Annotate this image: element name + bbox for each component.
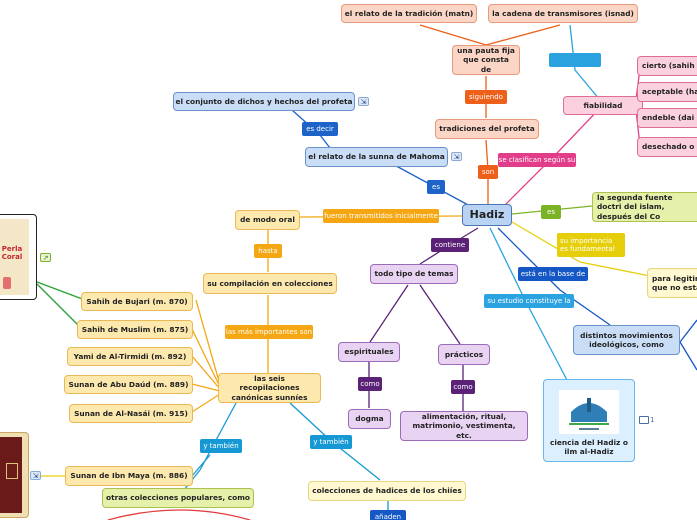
node-isnad[interactable]: la cadena de transmisores (isnad) bbox=[488, 4, 638, 23]
node-bujari[interactable]: Sahih de Bujari (m. 870) bbox=[81, 292, 193, 311]
node-de-modo-oral[interactable]: de modo oral bbox=[235, 210, 300, 230]
comment-icon bbox=[639, 416, 649, 424]
label-y-tambien-1: y también bbox=[200, 439, 242, 453]
node-nasai[interactable]: Sunan de Al-Nasái (m. 915) bbox=[69, 404, 193, 423]
node-desechado[interactable]: desechado o bbox=[637, 137, 697, 157]
label-como-2: como bbox=[451, 380, 475, 394]
node-espirituales[interactable]: espirituales bbox=[338, 342, 400, 362]
node-ibnmaya[interactable]: Sunan de Ibn Maya (m. 886) bbox=[65, 466, 193, 486]
label-depende-de bbox=[549, 53, 601, 67]
label-son: son bbox=[478, 165, 498, 179]
node-movimientos[interactable]: distintos movimientos ideológicos, como bbox=[573, 325, 680, 355]
label-hasta: hasta bbox=[254, 244, 282, 258]
node-chiies[interactable]: colecciones de hadices de los chiíes bbox=[308, 481, 466, 501]
book-cover-figure-icon bbox=[3, 277, 11, 289]
node-fiabilidad[interactable]: fiabilidad bbox=[563, 96, 643, 115]
node-pauta-fija[interactable]: una pauta fija que consta de bbox=[452, 45, 520, 75]
node-muslim[interactable]: Sahih de Muslim (m. 875) bbox=[77, 320, 193, 339]
link-icon[interactable]: ↗ bbox=[40, 253, 51, 262]
label-se-clasifican: se clasifican según su bbox=[498, 153, 576, 167]
node-segunda-fuente[interactable]: la segunda fuente doctri del islam, desp… bbox=[592, 192, 697, 222]
node-matn[interactable]: el relato de la tradición (matn) bbox=[341, 4, 477, 23]
attachment-icon[interactable]: ⇲ bbox=[451, 152, 462, 161]
book-image-2[interactable] bbox=[0, 432, 29, 518]
label-siguiendo: siguiendo bbox=[465, 90, 507, 104]
book-2-cover bbox=[0, 437, 22, 513]
ciencia-hadiz-label: ciencia del Hadiz o ilm al-Hadiz bbox=[549, 437, 629, 456]
book-image-perla-coral[interactable]: Perla Coral bbox=[0, 214, 37, 300]
label-es: es bbox=[427, 180, 445, 194]
label-base: está en la base de bbox=[518, 267, 588, 281]
node-cierto[interactable]: cierto (sahih bbox=[637, 56, 697, 76]
node-alimentacion[interactable]: alimentación, ritual, matrimonio, vestim… bbox=[400, 411, 528, 441]
node-compilacion[interactable]: su compilación en colecciones bbox=[203, 273, 337, 294]
label-las-mas: las más importantes son bbox=[225, 325, 313, 339]
node-seis-recopilaciones[interactable]: las seis recopilaciones canónicas sunníe… bbox=[218, 373, 321, 403]
label-contiene: contiene bbox=[431, 238, 469, 252]
attachment-icon[interactable]: ⇲ bbox=[30, 471, 41, 480]
node-practicos[interactable]: prácticos bbox=[438, 344, 490, 365]
node-endeble[interactable]: endeble (dai bbox=[637, 108, 697, 128]
node-ciencia-hadiz[interactable]: ciencia del Hadiz o ilm al-Hadiz bbox=[543, 379, 635, 462]
node-aceptable[interactable]: aceptable (ha bbox=[637, 82, 697, 102]
label-importancia: su importancia es fundamental bbox=[557, 233, 625, 257]
mosque-logo-icon bbox=[559, 389, 619, 434]
label-es-green: es bbox=[541, 205, 561, 219]
node-todo-tipo[interactable]: todo tipo de temas bbox=[370, 264, 458, 284]
label-como-1: como bbox=[358, 377, 382, 391]
comment-count-value: 1 bbox=[650, 416, 655, 424]
node-tirmidi[interactable]: Yami de Al-Tirmidi (m. 892) bbox=[67, 347, 193, 366]
node-relato-sunna[interactable]: el relato de la sunna de Mahoma bbox=[305, 147, 448, 167]
node-abudaud[interactable]: Sunan de Abu Daúd (m. 889) bbox=[64, 375, 193, 394]
node-dogma[interactable]: dogma bbox=[348, 409, 391, 429]
node-legitimar[interactable]: para legitir que no esta bbox=[647, 268, 697, 298]
book-cover-title: Perla Coral bbox=[1, 245, 23, 262]
hub-hadiz[interactable]: Hadiz bbox=[462, 204, 512, 226]
book-2-emblem-icon bbox=[6, 463, 18, 479]
label-fueron-transmitidos: fueron transmitidos inicialmente bbox=[323, 209, 439, 223]
comment-count[interactable]: 1 bbox=[639, 416, 654, 424]
label-estudio: su estudio constituye la bbox=[484, 294, 574, 308]
label-es-decir: es decir bbox=[302, 122, 338, 136]
label-y-tambien-2: y también bbox=[310, 435, 352, 449]
label-anaden: añaden bbox=[370, 510, 406, 520]
node-otras-colecciones[interactable]: otras colecciones populares, como bbox=[102, 488, 254, 508]
node-tradiciones[interactable]: tradiciones del profeta bbox=[435, 119, 539, 139]
attachment-icon[interactable]: ⇲ bbox=[358, 97, 369, 106]
node-conjunto-dichos[interactable]: el conjunto de dichos y hechos del profe… bbox=[173, 92, 355, 111]
